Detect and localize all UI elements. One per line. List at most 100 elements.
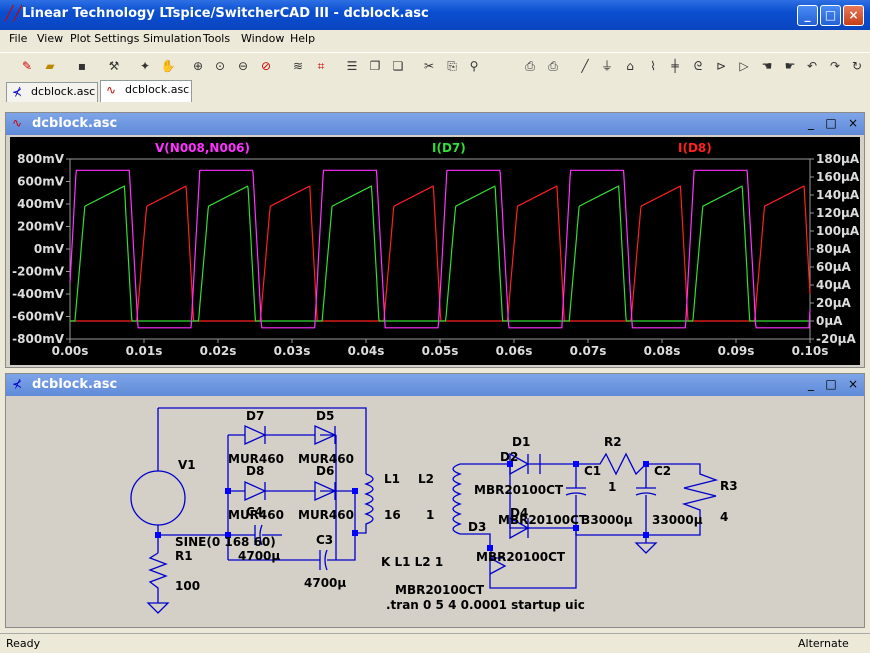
find-icon[interactable]: ⚲ <box>469 59 479 73</box>
y-right-tick-label: 100µA <box>816 224 860 238</box>
l2-label: L2 <box>418 472 434 486</box>
y-left-tick-label: -200mV <box>12 265 65 279</box>
d3-diode[interactable] <box>489 556 507 576</box>
label-icon[interactable]: ⌂ <box>626 59 634 73</box>
minimize-button[interactable]: _ <box>797 5 818 26</box>
run-icon[interactable]: ✦ <box>139 59 151 73</box>
c1-capacitor[interactable] <box>565 464 647 536</box>
zoom-area-icon[interactable]: ⊙ <box>214 59 226 73</box>
zoom-out-icon[interactable]: ⊖ <box>237 59 249 73</box>
move-icon[interactable]: ☚ <box>761 59 773 73</box>
d8-model: MUR460 <box>228 508 284 522</box>
y-right-tick-label: 120µA <box>816 206 860 220</box>
d8-diode[interactable] <box>244 480 267 502</box>
r3-resistor[interactable] <box>646 463 719 536</box>
zoom-cancel-icon[interactable]: ⊘ <box>260 59 272 73</box>
cut-icon[interactable]: ✂ <box>423 59 435 73</box>
menu-help[interactable]: Help <box>290 32 316 45</box>
x-tick-label: 0.05s <box>422 344 459 358</box>
close-button[interactable]: × <box>843 5 864 26</box>
waveform-icon: ∿ <box>106 83 117 97</box>
new-schematic-icon[interactable]: ✎ <box>21 59 33 73</box>
wires <box>130 407 719 614</box>
save-icon[interactable]: ▪ <box>77 59 87 73</box>
schematic-icon: ⊀ <box>12 377 23 391</box>
c4-label: C4 <box>246 505 263 519</box>
resistor-icon[interactable]: ⌇ <box>650 59 656 73</box>
plot-minimize-button[interactable]: _ <box>808 116 814 130</box>
trace-i-d7[interactable] <box>70 185 810 322</box>
menu-plot-settings[interactable]: Plot Settings <box>70 32 140 45</box>
schematic-minimize-button[interactable]: _ <box>808 377 814 391</box>
status-mode: Alternate <box>798 637 849 650</box>
print-icon[interactable]: ⎙ <box>548 59 558 73</box>
l2-inductor[interactable] <box>460 463 530 548</box>
schematic-canvas[interactable]: D7 D5 MUR460 MUR460 D8 D6 MUR460 MUR460 … <box>10 398 860 626</box>
d3-label: D3 <box>468 520 486 534</box>
d7-diode[interactable] <box>244 424 267 446</box>
open-icon[interactable]: ▰ <box>45 59 55 73</box>
l2-value: 1 <box>426 508 434 522</box>
maximize-button[interactable]: □ <box>820 5 841 26</box>
probe-icon[interactable]: ⌗ <box>317 59 325 73</box>
menu-view[interactable]: View <box>37 32 64 45</box>
plot-maximize-button[interactable]: □ <box>825 116 837 130</box>
menu-file[interactable]: File <box>9 32 28 45</box>
schematic-maximize-button[interactable]: □ <box>825 377 837 391</box>
y-left-tick-label: 400mV <box>17 197 65 211</box>
drag-icon[interactable]: ☛ <box>784 59 796 73</box>
legend-entry[interactable]: I(D8) <box>678 141 712 155</box>
schematic-window-title: dcblock.asc <box>32 377 118 392</box>
menu-bar: File View Plot Settings Simulation Tools… <box>0 30 870 50</box>
c2-capacitor[interactable] <box>635 464 657 496</box>
print-preview-icon[interactable]: ⎙ <box>525 59 535 73</box>
tab-waveform[interactable]: ∿ dcblock.asc <box>100 80 192 102</box>
wire-icon[interactable]: ╱ <box>581 59 589 73</box>
d2-model: MBR20100CT <box>474 483 564 497</box>
r1-resistor[interactable] <box>148 552 168 603</box>
ground-icon <box>146 602 170 614</box>
c4-capacitor[interactable] <box>158 524 282 546</box>
tab-schematic[interactable]: ⊀ dcblock.asc <box>6 82 98 102</box>
diode-icon[interactable]: ⊳ <box>715 59 727 73</box>
menu-window[interactable]: Window <box>241 32 285 45</box>
inductor-icon[interactable]: ᘓ <box>693 59 703 73</box>
r1-value: 100 <box>175 579 200 593</box>
control-panel-icon[interactable]: ⚒ <box>108 59 120 73</box>
legend-entry[interactable]: V(N008,N006) <box>155 141 250 155</box>
plot-close-button[interactable]: × <box>847 116 859 130</box>
legend-entry[interactable]: I(D7) <box>432 141 466 155</box>
redo-icon[interactable]: ↷ <box>829 59 841 73</box>
l1-inductor[interactable] <box>355 473 374 534</box>
d1-model: MBR20100CT <box>395 583 485 597</box>
rotate-icon[interactable]: ↻ <box>851 59 863 73</box>
y-right-tick-label: 180µA <box>816 152 860 166</box>
d5-diode[interactable] <box>314 424 337 446</box>
cascade-icon[interactable]: ❐ <box>369 59 381 73</box>
trace-v-n008-n006[interactable] <box>69 169 811 329</box>
schematic-close-button[interactable]: × <box>847 377 859 391</box>
menu-simulation[interactable]: Simulation <box>143 32 202 45</box>
copy-icon[interactable]: ⎘ <box>447 59 457 73</box>
pan-hand-icon[interactable]: ✋ <box>160 59 176 73</box>
y-right-tick-label: 40µA <box>816 278 852 292</box>
zoom-in-icon[interactable]: ⊕ <box>192 59 204 73</box>
l1-value: 16 <box>384 508 401 522</box>
tile-vertical-icon[interactable]: ❏ <box>392 59 404 73</box>
y-right-tick-label: 60µA <box>816 260 852 274</box>
autorange-icon[interactable]: ≋ <box>292 59 304 73</box>
undo-icon[interactable]: ↶ <box>806 59 818 73</box>
d6-model: MUR460 <box>298 508 354 522</box>
c4-value: 4700µ <box>238 549 280 563</box>
status-text: Ready <box>6 637 41 650</box>
r2-resistor[interactable] <box>576 452 647 476</box>
component-icon[interactable]: ▷ <box>739 59 749 73</box>
d6-diode[interactable] <box>314 480 337 502</box>
schematic-window-titlebar: ⊀ dcblock.asc _ □ × <box>6 374 864 396</box>
ground-icon[interactable]: ⏚ <box>600 59 613 73</box>
v1-label: V1 <box>178 458 196 472</box>
tile-horizontal-icon[interactable]: ☰ <box>346 59 358 73</box>
menu-tools[interactable]: Tools <box>203 32 231 45</box>
capacitor-icon[interactable]: ╪ <box>671 59 679 73</box>
